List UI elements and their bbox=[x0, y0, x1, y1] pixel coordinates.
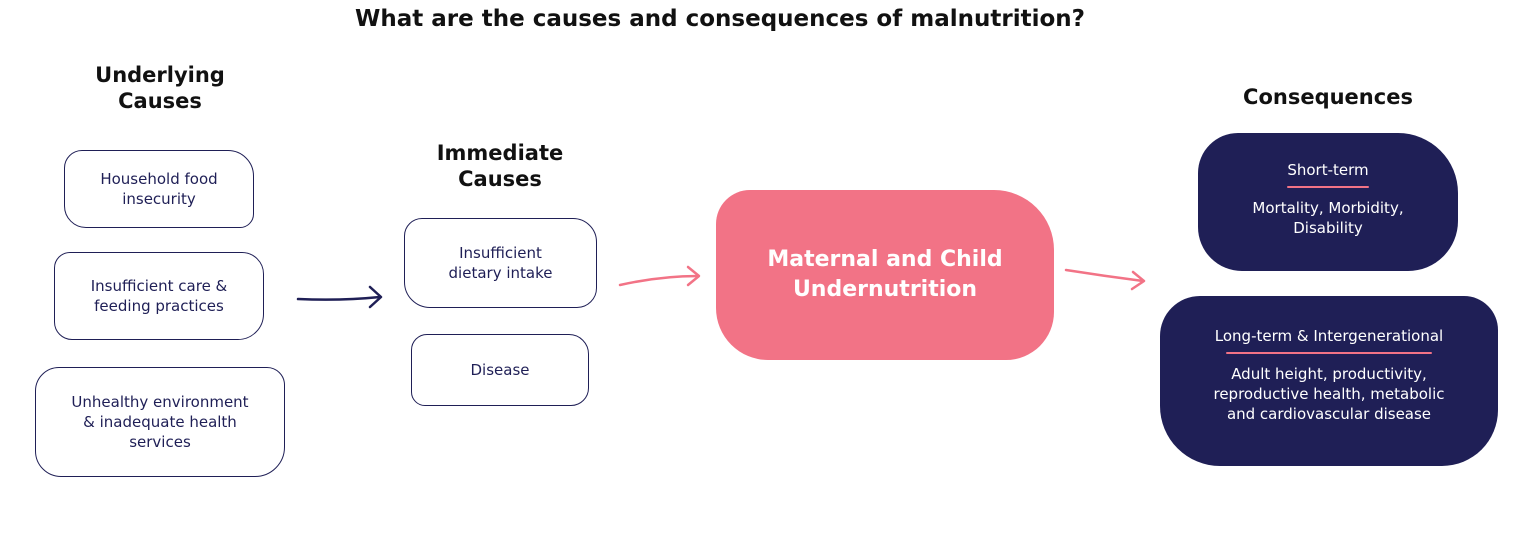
arrow-immediate-to-center bbox=[618, 265, 701, 287]
underlying-cause-label: Insufficient care & feeding practices bbox=[90, 277, 228, 315]
consequence-long-term-box: Long-term & Intergenerational Adult heig… bbox=[1160, 296, 1498, 466]
arrow-underlying-to-immediate bbox=[296, 285, 383, 309]
long-term-underline bbox=[1226, 352, 1432, 354]
short-term-description: Mortality, Morbidity, Disability bbox=[1252, 199, 1404, 237]
short-term-underline bbox=[1287, 186, 1369, 188]
immediate-cause-label: Insufficient dietary intake bbox=[448, 244, 553, 282]
underlying-cause-environment-health: Unhealthy environment & inadequate healt… bbox=[35, 367, 285, 477]
diagram-title: What are the causes and consequences of … bbox=[355, 6, 1085, 32]
heading-consequences: Consequences bbox=[1243, 85, 1413, 109]
long-term-description: Adult height, productivity, reproductive… bbox=[1213, 365, 1445, 423]
underlying-cause-label: Unhealthy environment & inadequate healt… bbox=[71, 393, 249, 451]
heading-immediate-causes: Immediate Causes bbox=[436, 141, 564, 191]
immediate-cause-disease: Disease bbox=[411, 334, 589, 406]
long-term-label: Long-term & Intergenerational bbox=[1214, 327, 1444, 345]
short-term-label: Short-term bbox=[1287, 161, 1369, 179]
immediate-cause-label: Disease bbox=[470, 361, 530, 379]
central-outcome-label: Maternal and Child Undernutrition bbox=[767, 247, 1003, 302]
underlying-cause-food-insecurity: Household food insecurity bbox=[64, 150, 254, 228]
arrow-center-to-consequences bbox=[1064, 268, 1146, 291]
heading-underlying-causes: Underlying Causes bbox=[95, 63, 225, 113]
underlying-cause-label: Household food insecurity bbox=[100, 170, 218, 208]
consequence-short-term-box: Short-term Mortality, Morbidity, Disabil… bbox=[1198, 133, 1458, 271]
central-outcome-box: Maternal and Child Undernutrition bbox=[716, 190, 1054, 360]
immediate-cause-dietary-intake: Insufficient dietary intake bbox=[404, 218, 597, 308]
underlying-cause-care-feeding: Insufficient care & feeding practices bbox=[54, 252, 264, 340]
